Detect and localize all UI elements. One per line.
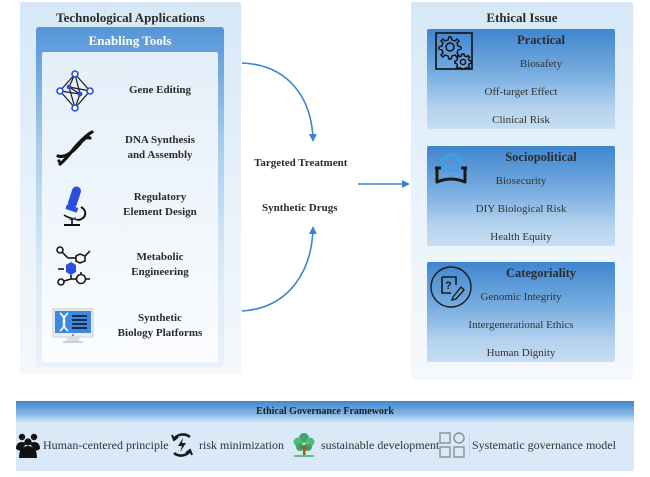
technological-applications-title: Technological Applications (56, 10, 205, 25)
tool-label: Synthetic Biology Platforms (108, 311, 212, 341)
targeted-treatment-label: Targeted Treatment (254, 157, 348, 169)
governance-item-label: Systematic governance model (472, 437, 616, 452)
tree-icon (293, 433, 315, 457)
tool-label-line: Biology Platforms (117, 327, 203, 339)
open-book-home-icon (435, 152, 467, 184)
tool-label-line: Regulatory (133, 191, 187, 203)
governance-item-human-centered: Human-centered principle (14, 430, 169, 460)
tool-label-line: and Assembly (127, 149, 193, 161)
tool-label-line: Engineering (131, 266, 189, 278)
enabling-tools-title: Enabling Tools (88, 33, 172, 48)
governance-framework-title: Ethical Governance Framework (256, 406, 394, 417)
molecule-icon (56, 246, 91, 286)
dna-helix-icon (56, 130, 94, 166)
tool-regulatory-element-design: Regulatory Element Design (42, 180, 218, 230)
issue-item: Biosecurity (495, 175, 547, 187)
issue-item: Clinical Risk (492, 114, 550, 126)
gears-icon (435, 32, 473, 70)
issue-categoriality: ? Categoriality Genomic Integrity Interg… (427, 262, 615, 362)
tool-label-line: Metabolic (136, 251, 184, 263)
tool-label-line: Element Design (123, 206, 197, 218)
tool-dna-synthesis: DNA Synthesis and Assembly (42, 123, 218, 173)
tool-metabolic-engineering: Metabolic Engineering (42, 240, 218, 290)
issue-item: Biosafety (519, 58, 563, 70)
governance-divider (469, 434, 470, 456)
tool-gene-editing: Gene Editing (42, 65, 218, 115)
governance-item-label: sustainable development (321, 437, 440, 452)
issue-item: Genomic Integrity (480, 291, 562, 303)
governance-framework-header (16, 401, 634, 423)
tool-label: Metabolic Engineering (108, 250, 212, 280)
tool-synthetic-biology-platforms: Synthetic Biology Platforms (42, 301, 218, 351)
arrow-top-curve (241, 62, 317, 142)
gene-editing-icon (56, 70, 94, 112)
tool-label-line: DNA Synthesis (125, 134, 195, 146)
tool-label-line: Synthetic (138, 312, 182, 324)
computer-dna-icon (52, 308, 94, 343)
governance-item-label: risk minimization (199, 437, 284, 452)
grid-shapes-icon (439, 432, 465, 458)
issue-heading: Sociopolitical (505, 150, 577, 164)
arrow-bottom-curve (241, 226, 317, 312)
svg-text:?: ? (445, 280, 452, 292)
issue-heading: Practical (517, 33, 565, 47)
tool-label: Regulatory Element Design (108, 190, 212, 220)
issue-item: Off-target Effect (484, 86, 558, 98)
issue-item: DIY Biological Risk (475, 203, 567, 215)
synthetic-drugs-label: Synthetic Drugs (262, 202, 338, 214)
issue-heading: Categoriality (505, 266, 577, 280)
issue-item: Intergenerational Ethics (468, 319, 574, 331)
people-group-icon (16, 433, 40, 458)
tool-label: DNA Synthesis and Assembly (108, 133, 212, 163)
microscope-icon (63, 186, 87, 226)
governance-item-label: Human-centered principle (43, 437, 169, 452)
issue-item: Human Dignity (486, 347, 556, 359)
issue-item: Health Equity (490, 231, 552, 243)
question-note-icon: ? (430, 266, 472, 308)
governance-item-risk-minimization: risk minimization (168, 430, 284, 460)
issue-practical: Practical Biosafety Off-target Effect Cl… (427, 29, 615, 129)
ethical-issue-title: Ethical Issue (486, 10, 558, 25)
lightning-cycle-icon (171, 433, 193, 457)
governance-item-systematic-governance: Systematic governance model (438, 430, 616, 460)
governance-item-sustainable-development: sustainable development (290, 430, 439, 460)
tool-label: Gene Editing (128, 84, 192, 96)
issue-sociopolitical: Sociopolitical Biosecurity DIY Biologica… (427, 146, 615, 246)
